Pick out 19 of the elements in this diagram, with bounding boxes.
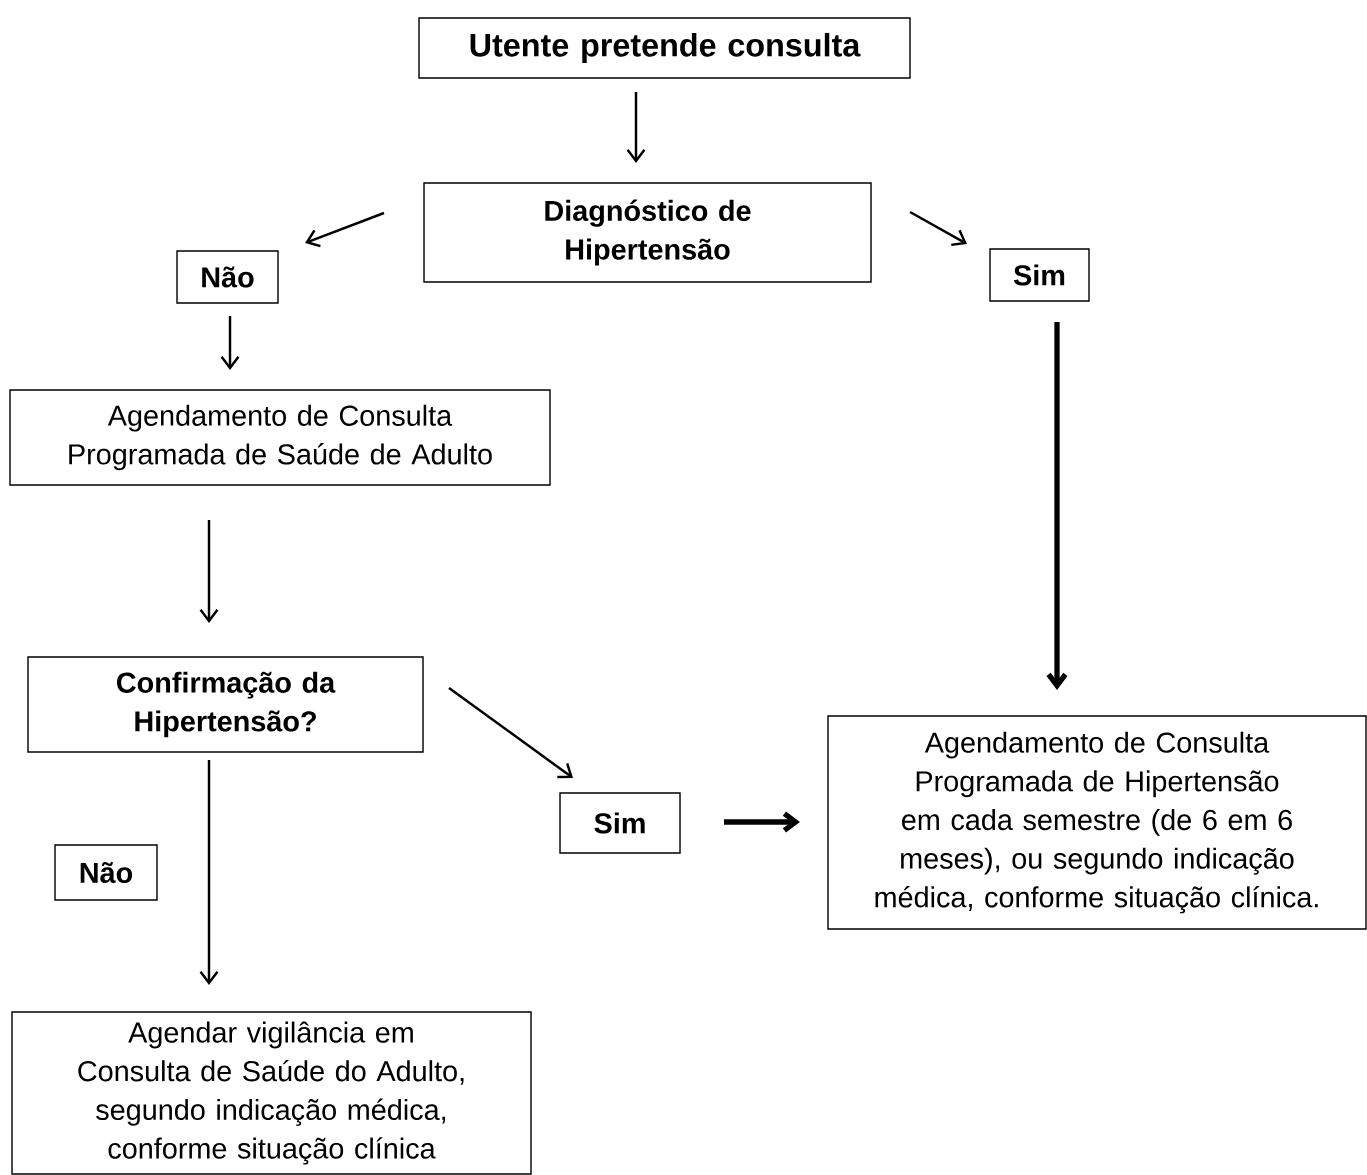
arrow [220,316,240,370]
process-box: Diagnóstico de Hipertensão [423,182,872,283]
process-box: Sim [989,248,1090,302]
arrow [724,811,800,833]
arrow [199,520,219,623]
arrow [626,92,646,163]
process-box: Confirmação da Hipertensão? [27,656,424,753]
process-box: Agendamento de Consulta Programada de Saúde de Adulto [9,389,551,486]
process-box: Agendar vigilância em Consulta de Saúde do Adulto, segundo indicação médica, conforme situação clínica [11,1011,532,1175]
arrow [199,760,219,985]
process-box: Não [176,250,279,304]
arrow [448,687,573,779]
process-box: Sim [559,792,681,854]
process-box: Utente pretende consulta [418,17,911,79]
arrow [909,210,967,247]
arrow [1046,322,1068,690]
process-box: Agendamento de Consulta Programada de Hipertensão em cada semestre (de 6 em 6 meses), ou segundo indicação médica, conforme situação clínica. [827,715,1367,930]
arrow [305,211,385,248]
process-box: Não [54,844,158,901]
